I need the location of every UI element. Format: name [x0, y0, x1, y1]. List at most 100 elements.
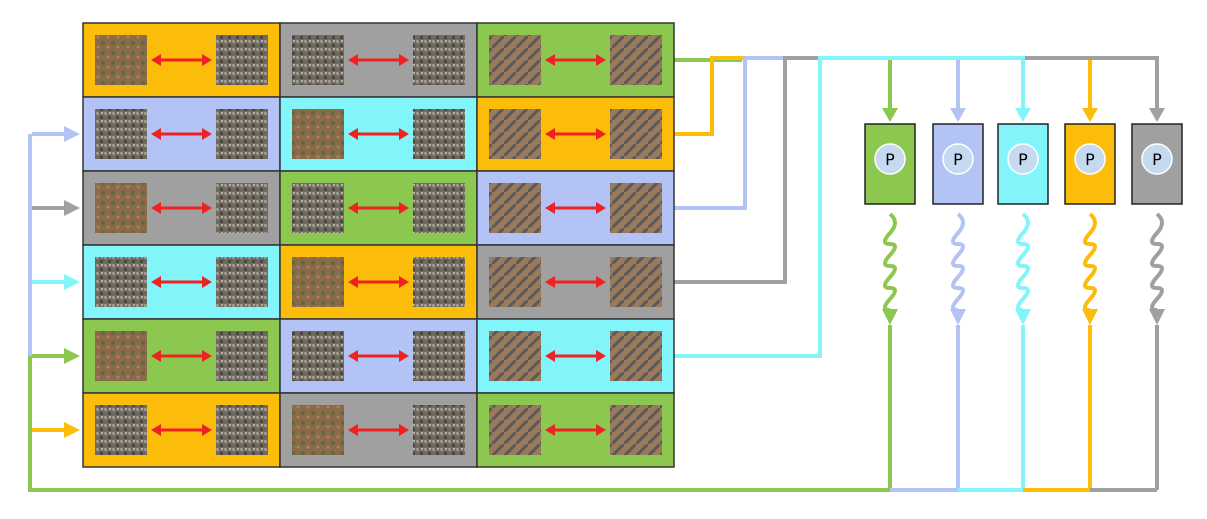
input-wire [674, 56, 960, 210]
grid-cell [82, 170, 281, 246]
right-satellite-image [610, 405, 662, 455]
feedback-arrowhead [64, 126, 80, 142]
pair-arrow-right-head [202, 202, 212, 214]
left-satellite-image [292, 331, 344, 381]
left-satellite-image [95, 257, 147, 307]
processor-circle [1074, 143, 1106, 175]
grid-cell [279, 392, 478, 468]
processing-squiggle [1083, 212, 1097, 312]
input-arrowhead [1149, 108, 1165, 122]
pair-arrow-right-head [202, 276, 212, 288]
image-pair-grid [82, 22, 675, 468]
right-satellite-image [413, 331, 465, 381]
input-arrowhead [882, 108, 898, 122]
processor-node: P [1064, 123, 1116, 205]
right-satellite-image [610, 257, 662, 307]
pair-arrow-left-head [348, 424, 358, 436]
grid-cell [279, 244, 478, 320]
left-satellite-image [489, 257, 541, 307]
pair-arrow-left-head [545, 424, 555, 436]
left-satellite-image [95, 35, 147, 85]
right-satellite-image [413, 405, 465, 455]
pair-arrow-left-head [151, 54, 161, 66]
pair-arrow-right-head [596, 424, 606, 436]
pair-arrow-left-head [151, 350, 161, 362]
pair-arrow-right-head [399, 424, 409, 436]
output-arrowhead [1149, 309, 1165, 325]
input-wire [674, 56, 1092, 136]
right-satellite-image [413, 183, 465, 233]
pair-arrow-right-head [202, 128, 212, 140]
grid-cell [476, 22, 675, 98]
processor-node: P [1131, 123, 1183, 205]
processing-squiggle [951, 212, 965, 312]
left-satellite-image [489, 405, 541, 455]
grid-cell [82, 318, 281, 394]
pair-arrow-right-head [399, 54, 409, 66]
left-satellite-image [95, 405, 147, 455]
grid-cell [279, 22, 478, 98]
grid-cell [476, 170, 675, 246]
pair-arrow-left-head [348, 54, 358, 66]
pair-arrow-left-head [545, 202, 555, 214]
processing-squiggle [883, 212, 897, 312]
left-satellite-image [292, 35, 344, 85]
pair-arrow-right-head [202, 350, 212, 362]
left-satellite-image [489, 109, 541, 159]
feedback-arrowhead [64, 200, 80, 216]
grid-cell [279, 318, 478, 394]
right-satellite-image [413, 257, 465, 307]
output-arrowhead [950, 309, 966, 325]
input-wire [674, 56, 1025, 358]
feedback-arrowhead [64, 422, 80, 438]
grid-cell [82, 392, 281, 468]
pair-arrow-right-head [596, 276, 606, 288]
processor-node: P [864, 123, 916, 205]
grid-cell [476, 96, 675, 172]
processor-circle [942, 143, 974, 175]
right-satellite-image [610, 109, 662, 159]
grid-cell [476, 392, 675, 468]
right-satellite-image [216, 331, 268, 381]
right-satellite-image [610, 35, 662, 85]
pair-arrow-left-head [348, 202, 358, 214]
left-satellite-image [95, 331, 147, 381]
pair-arrow-left-head [348, 128, 358, 140]
processor-node: P [997, 123, 1049, 205]
pair-arrow-left-head [545, 276, 555, 288]
pair-arrow-right-head [596, 54, 606, 66]
right-satellite-image [413, 109, 465, 159]
processor-label: P [885, 150, 895, 169]
left-satellite-image [292, 109, 344, 159]
left-satellite-image [489, 35, 541, 85]
pair-arrow-left-head [348, 350, 358, 362]
left-satellite-image [292, 405, 344, 455]
left-satellite-image [95, 183, 147, 233]
left-satellite-image [95, 109, 147, 159]
grid-cell [476, 318, 675, 394]
feedback-arrowhead [64, 348, 80, 364]
grid-cell [476, 244, 675, 320]
right-satellite-image [216, 35, 268, 85]
grid-cell [279, 170, 478, 246]
processor-label: P [953, 150, 963, 169]
pair-arrow-left-head [348, 276, 358, 288]
pair-arrow-right-head [399, 276, 409, 288]
pair-arrow-left-head [151, 128, 161, 140]
processor-circle [1141, 143, 1173, 175]
right-satellite-image [216, 257, 268, 307]
right-satellite-image [413, 35, 465, 85]
pair-arrow-left-head [545, 350, 555, 362]
grid-cell [82, 244, 281, 320]
left-satellite-image [292, 257, 344, 307]
pair-arrow-right-head [399, 350, 409, 362]
input-arrowhead [1015, 108, 1031, 122]
processor-circle [874, 143, 906, 175]
right-satellite-image [216, 183, 268, 233]
input-arrowhead [950, 108, 966, 122]
pair-arrow-right-head [202, 54, 212, 66]
connection-lines [28, 56, 1165, 492]
processor-label: P [1085, 150, 1095, 169]
